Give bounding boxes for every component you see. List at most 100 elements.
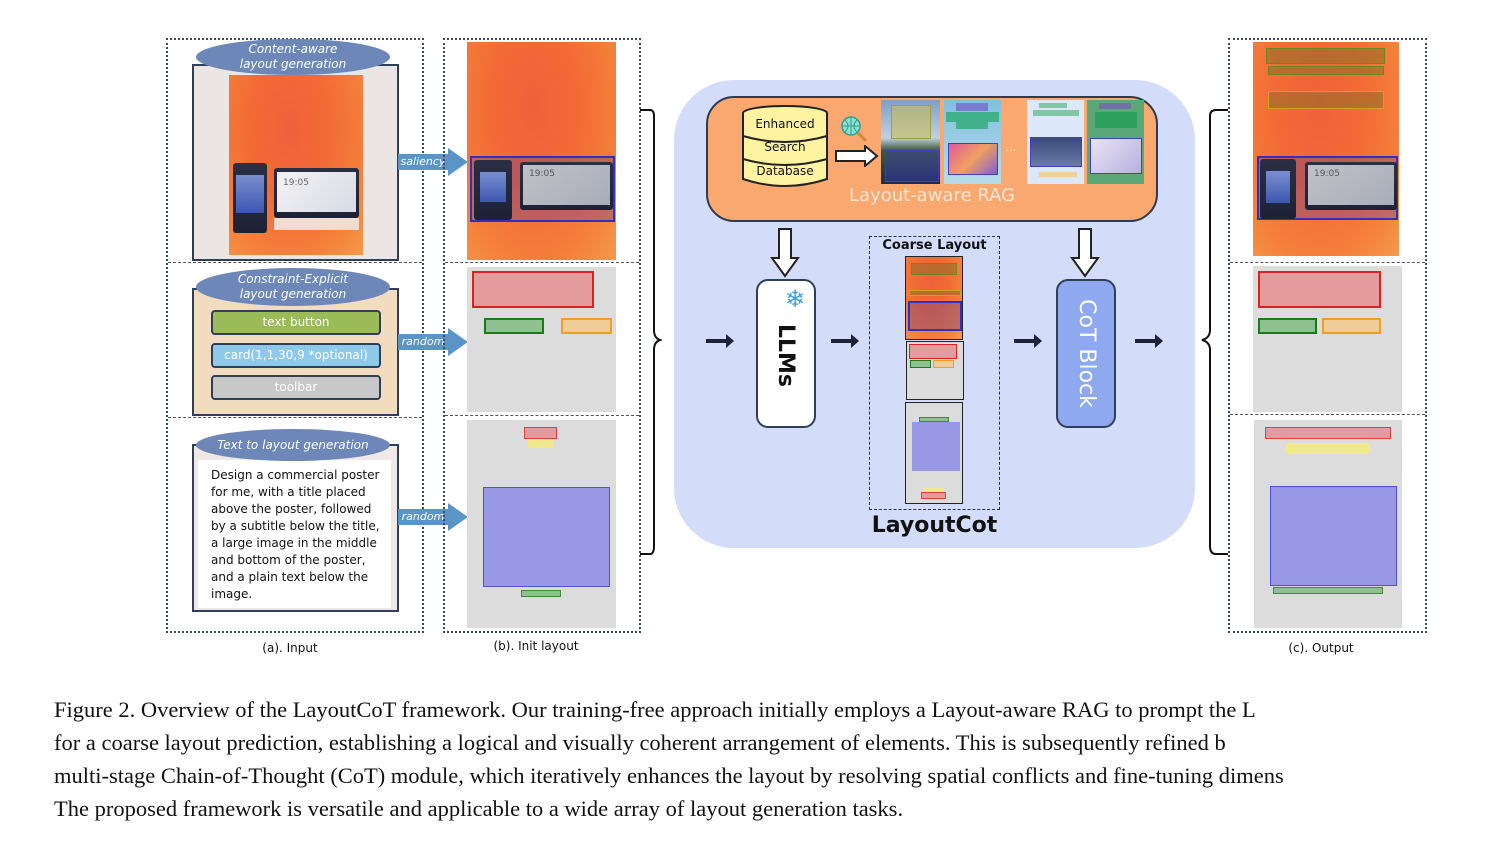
init-text-canvas	[467, 420, 616, 628]
coarse-subtitle-box	[909, 290, 961, 296]
indoor-panel-screen: 19:05	[523, 165, 610, 205]
input-divider-1	[168, 262, 422, 263]
init-layout-panel	[443, 38, 641, 633]
example-title-box	[956, 103, 988, 111]
pill-text-line1: Content-aware	[248, 42, 338, 56]
example-text-box	[956, 122, 988, 129]
output-constraint-canvas	[1253, 266, 1402, 412]
pill-text-line1: Constraint-Explicit	[237, 272, 349, 286]
rag-to-cot-arrow	[1070, 228, 1100, 278]
example-title-box	[1039, 103, 1067, 108]
database-icon	[742, 105, 828, 187]
right-brace	[1201, 109, 1228, 555]
element-card: card(1,1,30,9 *optional)	[211, 343, 381, 368]
init-image-box	[483, 487, 610, 587]
init-toolbar-box	[561, 318, 612, 334]
example-image-box	[885, 150, 939, 182]
indoor-panel-device: 19:05	[520, 162, 613, 210]
rag-ellipsis: ...	[1005, 140, 1017, 154]
example-text-box	[1039, 172, 1077, 177]
output-card-box	[1258, 318, 1317, 334]
init-saliency-box: 19:05	[470, 156, 615, 222]
example-image-box	[948, 143, 998, 175]
face-terminal-screen	[480, 172, 506, 202]
init-plain-text-box	[521, 590, 561, 597]
coarse-layout-frame	[869, 236, 1000, 510]
element-toolbar: toolbar	[211, 375, 381, 400]
output-divider-2	[1230, 414, 1425, 415]
indoor-panel-screen: 19:05	[1308, 165, 1394, 205]
output-subtitle-box	[1268, 66, 1384, 75]
llm-block	[756, 279, 816, 428]
indoor-panel-device: 19:05	[1305, 162, 1397, 210]
figure-caption: Figure 2. Overview of the LayoutCoT fram…	[54, 693, 1487, 825]
caption-line-4: The proposed framework is versatile and …	[54, 796, 904, 821]
rag-label: Layout-aware RAG	[849, 185, 1015, 206]
coarse-text-canvas	[905, 402, 963, 504]
output-title-box	[1266, 48, 1385, 64]
device-time: 19:05	[1314, 169, 1340, 179]
cot-to-output-arrow	[1135, 334, 1163, 348]
coarse-subtitle-box	[924, 488, 944, 493]
example-subtitle-box	[1095, 112, 1137, 128]
coarse-card-box	[910, 360, 931, 368]
input-arrow	[706, 334, 734, 348]
input-divider-2	[168, 417, 422, 418]
left-brace	[640, 109, 662, 555]
init-title-box	[524, 427, 557, 439]
text-prompt: Design a commercial poster for me, with …	[211, 468, 380, 601]
pill-text-line1: Text to layout generation	[217, 437, 369, 452]
coarse-layout-label: Coarse Layout	[882, 238, 987, 253]
llm-to-coarse-arrow	[831, 334, 859, 348]
coarse-toolbar-box	[933, 360, 954, 368]
pill-text-line2: layout generation	[239, 57, 347, 71]
init-constraint-canvas	[467, 267, 616, 412]
saliency-arrow	[398, 148, 468, 176]
rag-to-llm-arrow	[770, 228, 800, 278]
cot-block	[1056, 279, 1116, 428]
llm-label: LLMs	[773, 323, 799, 387]
task-pill-content-aware: Content-aware layout generation	[196, 39, 390, 75]
pill-text-line2: layout generation	[239, 287, 347, 301]
example-title-box	[1099, 103, 1131, 109]
text-prompt-area	[198, 460, 391, 608]
face-terminal-device	[233, 163, 267, 233]
init-panel-label: (b). Init layout	[493, 639, 579, 653]
random-arrow-1	[398, 328, 468, 356]
random-arrow-2	[398, 503, 468, 531]
panel-base	[274, 218, 359, 230]
indoor-panel-device: 19:05	[274, 168, 359, 218]
output-divider-1	[1230, 262, 1425, 263]
output-toolbar-box	[1322, 318, 1381, 334]
input-panel-label: (a). Input	[262, 641, 318, 655]
example-image-box	[1030, 137, 1082, 167]
coarse-title-box	[911, 263, 957, 275]
coarse-image-box	[912, 422, 960, 471]
coarse-text-button-box	[909, 344, 957, 359]
element-text-button: text button	[211, 310, 381, 335]
indoor-panel-screen: 19:05	[277, 172, 356, 212]
device-time: 19:05	[283, 178, 309, 188]
coarse-plain-text-box	[919, 417, 949, 422]
example-image-box	[1090, 138, 1142, 174]
face-terminal-device	[1260, 159, 1296, 219]
coarse-poster	[905, 256, 963, 340]
coarse-title-box	[921, 492, 946, 499]
llm-label-wrap: LLMs	[756, 290, 816, 420]
face-terminal-screen	[236, 175, 264, 213]
output-subtitle-box	[1286, 443, 1370, 454]
example-subtitle-box	[946, 112, 999, 122]
caption-line-2: for a coarse layout prediction, establis…	[54, 730, 1226, 755]
random-arrow-2-label: random	[401, 510, 445, 523]
retrieval-arrow	[835, 145, 879, 167]
output-text-canvas	[1254, 420, 1402, 628]
output-image-box	[1270, 486, 1397, 586]
output-panel	[1228, 38, 1427, 633]
cot-label-wrap: CoT Block	[1056, 279, 1116, 428]
output-title-box	[1265, 427, 1391, 439]
init-divider-2	[445, 415, 639, 416]
face-terminal-device	[474, 160, 512, 220]
init-text-button-box	[472, 271, 594, 308]
task-pill-text-to-layout: Text to layout generation	[196, 429, 390, 461]
output-panel-label: (c). Output	[1288, 641, 1354, 655]
